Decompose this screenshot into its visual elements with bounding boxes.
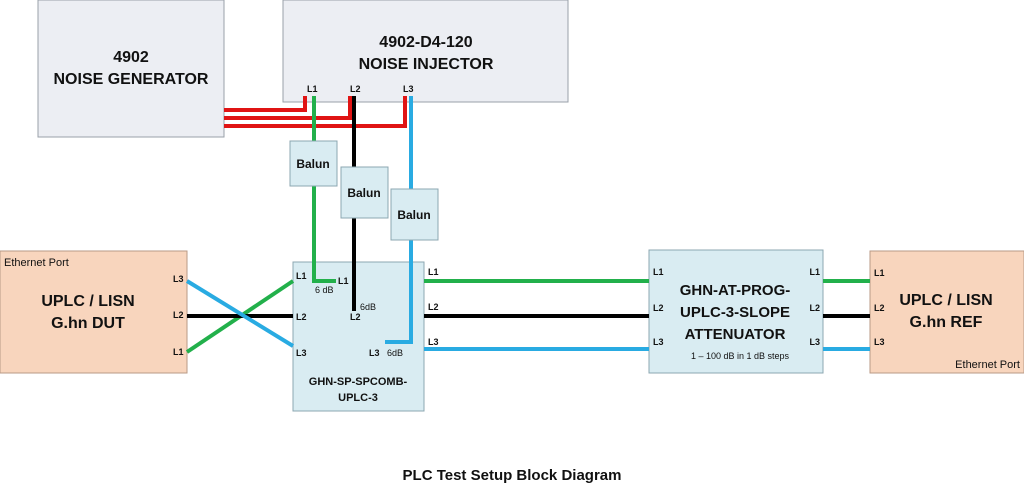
combiner-out-l1: L1 — [428, 267, 439, 277]
combiner-db-1: 6 dB — [315, 285, 334, 295]
combiner-title-2: UPLC-3 — [338, 392, 378, 404]
combiner-in-l1: L1 — [296, 271, 307, 281]
noise-injector-title-1: 4902-D4-120 — [379, 34, 473, 51]
combiner-title-1: GHN-SP-SPCOMB- — [309, 376, 408, 388]
noise-generator-title-2: NOISE GENERATOR — [54, 71, 209, 88]
combiner-out-l3: L3 — [428, 337, 439, 347]
attenuator-out-l2: L2 — [809, 303, 820, 313]
attenuator-title-1: GHN-AT-PROG- — [680, 282, 791, 299]
attenuator-out-l3: L3 — [809, 337, 820, 347]
balun-3-label: Balun — [397, 208, 430, 222]
attenuator-in-l3: L3 — [653, 337, 664, 347]
red-wires — [224, 96, 407, 128]
ref-port-l3: L3 — [874, 337, 885, 347]
dut-port-l3: L3 — [173, 274, 184, 284]
noise-injector-box — [282, 0, 569, 103]
dut-title-2: G.hn DUT — [51, 315, 125, 332]
ref-port-l2: L2 — [874, 303, 885, 313]
black-wires — [187, 96, 870, 318]
combiner-top-l2: L2 — [350, 312, 361, 322]
combiner-db-2: 6dB — [360, 302, 376, 312]
injector-port-l1: L1 — [307, 84, 318, 94]
combiner-out-l2: L2 — [428, 302, 439, 312]
red-wire-l2 — [224, 96, 352, 120]
blue-wire-balun-to-combiner — [385, 240, 413, 344]
dut-box — [0, 250, 188, 374]
balun-1-label: Balun — [296, 157, 329, 171]
injector-port-l3: L3 — [403, 84, 414, 94]
balun-2-label: Balun — [347, 186, 380, 200]
attenuator-in-l1: L1 — [653, 267, 664, 277]
combiner-db-3: 6dB — [387, 348, 403, 358]
attenuator-title-2: UPLC-3-SLOPE — [680, 304, 790, 321]
blue-wire-dut-to-combiner — [185, 279, 295, 348]
attenuator-in-l2: L2 — [653, 303, 664, 313]
combiner-box — [292, 261, 425, 412]
attenuator-out-l1: L1 — [809, 267, 820, 277]
ref-title-2: G.hn REF — [910, 314, 983, 331]
noise-injector-title-2: NOISE INJECTOR — [359, 56, 494, 73]
attenuator-box — [648, 249, 824, 374]
attenuator-title-3: ATTENUATOR — [685, 326, 786, 343]
balun-2-box — [340, 166, 389, 219]
ref-box — [869, 250, 1024, 374]
combiner-in-l2: L2 — [296, 312, 307, 322]
red-wire-l1 — [224, 96, 307, 112]
diagram-title: PLC Test Setup Block Diagram — [403, 467, 622, 484]
dut-ethernet-port-label: Ethernet Port — [4, 257, 69, 269]
combiner-top-l1: L1 — [338, 276, 349, 286]
dut-port-l1: L1 — [173, 347, 184, 357]
combiner-top-l3: L3 — [369, 348, 380, 358]
noise-generator-title-1: 4902 — [113, 49, 149, 66]
balun-1-box — [289, 140, 338, 187]
ref-title-1: UPLC / LISN — [899, 292, 992, 309]
noise-generator-box — [37, 0, 225, 138]
combiner-in-l3: L3 — [296, 348, 307, 358]
ref-port-l1: L1 — [874, 268, 885, 278]
injector-port-l2: L2 — [350, 84, 361, 94]
green-wire-balun-to-combiner — [312, 186, 336, 283]
ref-ethernet-port-label: Ethernet Port — [955, 359, 1020, 371]
attenuator-note: 1 – 100 dB in 1 dB steps — [691, 351, 790, 361]
balun-3-box — [390, 188, 439, 241]
dut-title-1: UPLC / LISN — [41, 293, 134, 310]
dut-port-l2: L2 — [173, 310, 184, 320]
red-wire-l3 — [224, 96, 407, 128]
blue-wires — [185, 96, 870, 351]
